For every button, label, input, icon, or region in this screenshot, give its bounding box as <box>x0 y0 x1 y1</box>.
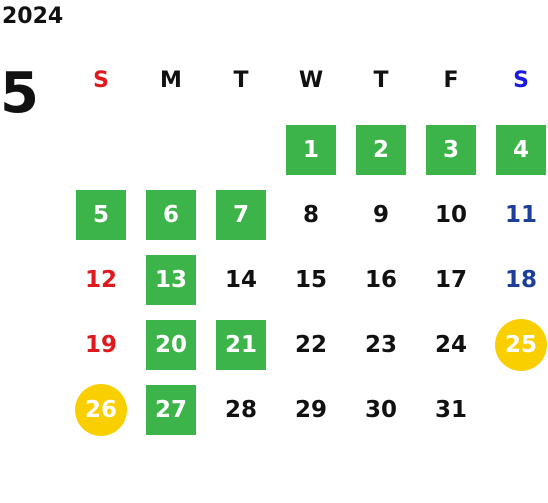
calendar-day-1[interactable]: 1 <box>286 125 336 175</box>
calendar-day-24[interactable]: 24 <box>434 332 467 358</box>
calendar-day-9[interactable]: 9 <box>372 202 389 228</box>
calendar-day-19[interactable]: 19 <box>84 332 117 358</box>
calendar-day-22[interactable]: 22 <box>294 332 327 358</box>
calendar-day-14[interactable]: 14 <box>224 267 257 293</box>
weekday-header-fri: F <box>443 68 459 93</box>
calendar-day-28[interactable]: 28 <box>224 397 257 423</box>
calendar-day-16[interactable]: 16 <box>364 267 397 293</box>
calendar-day-2[interactable]: 2 <box>356 125 406 175</box>
calendar-day-18[interactable]: 18 <box>504 267 537 293</box>
calendar-day-17[interactable]: 17 <box>434 267 467 293</box>
calendar-day-23[interactable]: 23 <box>364 332 397 358</box>
weekday-header-wed: W <box>298 68 324 93</box>
calendar-day-12[interactable]: 12 <box>84 267 117 293</box>
calendar-month: 5 <box>0 61 39 126</box>
calendar-day-21[interactable]: 21 <box>216 320 266 370</box>
calendar-day-11[interactable]: 11 <box>504 202 537 228</box>
calendar-day-25[interactable]: 25 <box>495 319 547 371</box>
calendar-day-8[interactable]: 8 <box>302 202 319 228</box>
calendar-day-5[interactable]: 5 <box>76 190 126 240</box>
calendar-day-30[interactable]: 30 <box>364 397 397 423</box>
calendar-day-15[interactable]: 15 <box>294 267 327 293</box>
calendar-day-26[interactable]: 26 <box>75 384 127 436</box>
calendar-day-27[interactable]: 27 <box>146 385 196 435</box>
calendar-day-20[interactable]: 20 <box>146 320 196 370</box>
weekday-header-thu: T <box>373 68 389 93</box>
weekday-header-sat: S <box>513 68 529 93</box>
calendar-day-7[interactable]: 7 <box>216 190 266 240</box>
weekday-header-mon: M <box>160 68 182 93</box>
calendar-day-29[interactable]: 29 <box>294 397 327 423</box>
calendar-day-3[interactable]: 3 <box>426 125 476 175</box>
calendar-day-10[interactable]: 10 <box>434 202 467 228</box>
calendar-day-4[interactable]: 4 <box>496 125 546 175</box>
weekday-header-tue: T <box>233 68 249 93</box>
calendar-year: 2024 <box>2 4 64 29</box>
weekday-header-sun: S <box>93 68 109 93</box>
calendar-day-13[interactable]: 13 <box>146 255 196 305</box>
calendar-day-6[interactable]: 6 <box>146 190 196 240</box>
calendar-day-31[interactable]: 31 <box>434 397 467 423</box>
